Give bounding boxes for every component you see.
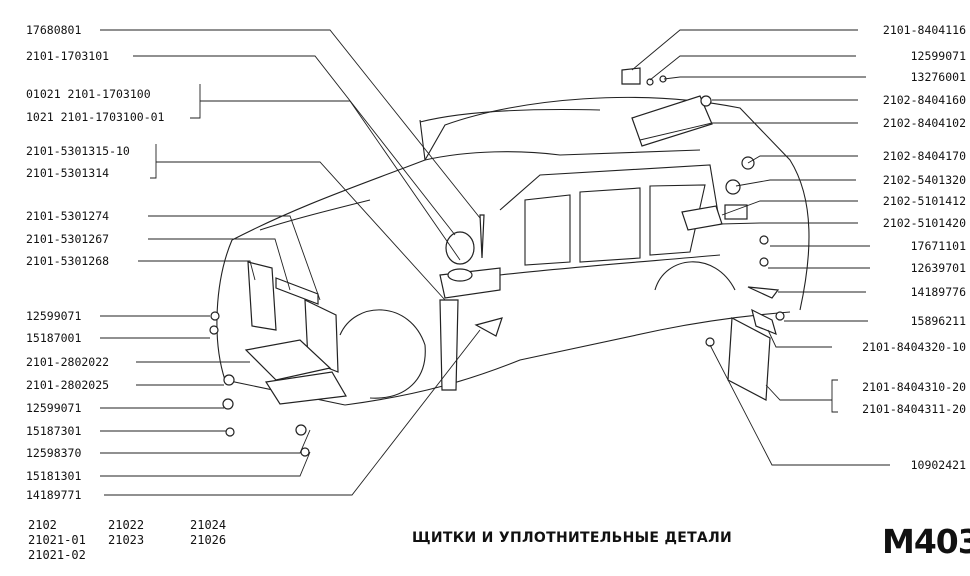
part-label: 15187301 [26,424,81,438]
model-code: 2102 [28,518,57,532]
part-label: 12598370 [26,446,81,460]
model-code: 21021-02 [28,548,86,562]
labels-left: 17680801 2101-1703101 01021 2101-1703100… [26,23,165,502]
part-label: 2102-5401320 [883,173,966,187]
part-label: 14189776 [911,285,966,299]
part-label: 2102-8404102 [883,116,966,130]
part-label: 2101-8404311-20 [862,402,966,416]
part-label: 15896211 [911,314,966,328]
part-label: 14189771 [26,488,81,502]
part-label: 15187001 [26,331,81,345]
part-label: 2101-5301267 [26,232,109,246]
parts-sketches [209,67,785,457]
part-label: 2101-8404320-10 [862,340,966,354]
diagram-code: M403 [882,522,970,561]
model-code: 21023 [108,533,145,547]
model-code: 21021-01 [28,533,86,547]
part-label: 2101-2802022 [26,355,109,369]
part-label: 2101-5301274 [26,209,109,223]
part-label: 2101-2802025 [26,378,109,392]
part-label: 2102-5101420 [883,216,966,230]
part-label: 12639701 [911,261,966,275]
diagram-title: ЩИТКИ И УПЛОТНИТЕЛЬНЫЕ ДЕТАЛИ [412,530,733,546]
part-label: 2101-8404310-20 [862,380,966,394]
part-label: 12599071 [26,401,81,415]
part-label: 10902421 [911,458,966,472]
part-label: 01021 2101-1703100 [26,87,151,101]
part-label: 17680801 [26,23,81,37]
model-code: 21024 [190,518,227,532]
part-label: 15181301 [26,469,81,483]
leader-lines [100,29,890,496]
labels-right: 2101-8404116 12599071 13276001 2102-8404… [862,23,966,472]
model-code: 21022 [108,518,145,532]
part-label: 2101-1703101 [26,49,109,63]
part-label: 2102-8404160 [883,93,966,107]
part-label: 2101-8404116 [883,23,966,37]
part-label: 1021 2101-1703100-01 [26,110,165,124]
part-label: 2101-5301315-10 [26,144,130,158]
part-label: 17671101 [911,239,966,253]
part-label: 2101-5301314 [26,166,109,180]
part-label: 12599071 [26,309,81,323]
part-label: 13276001 [911,70,966,84]
part-label: 12599071 [911,49,966,63]
part-label: 2102-8404170 [883,149,966,163]
model-code: 21026 [190,533,227,547]
part-label: 2101-5301268 [26,254,109,268]
part-label: 2102-5101412 [883,194,966,208]
